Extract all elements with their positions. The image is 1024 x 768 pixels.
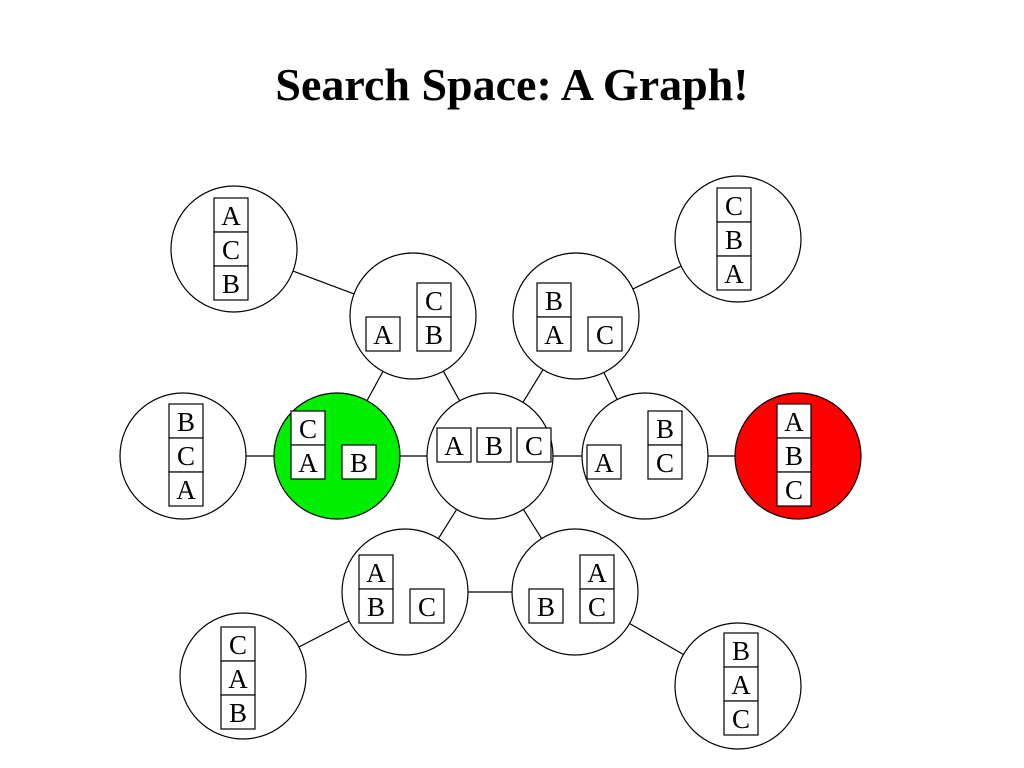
block-label: C (229, 630, 247, 660)
block-box (647, 410, 683, 446)
block-box (716, 255, 752, 291)
block-box (647, 444, 683, 480)
edge-n6-n10 (522, 509, 543, 539)
block-label: A (366, 558, 386, 588)
block-label: C (732, 704, 750, 734)
edge-n0-n6 (522, 369, 544, 403)
block-label: B (425, 320, 443, 350)
state-node-n10: B AC (511, 528, 639, 656)
block-box (587, 316, 623, 352)
block-label: A (724, 259, 744, 289)
block-box (168, 471, 204, 507)
state-node-n7: A BC (581, 392, 709, 520)
block-box (579, 554, 615, 590)
edge-n1-n5 (366, 371, 384, 401)
block-label: B (725, 225, 743, 255)
block-label: A (731, 670, 751, 700)
edge-n6-n9 (437, 509, 458, 539)
block-box (358, 588, 394, 624)
block-label: A (587, 558, 607, 588)
block-box (723, 700, 759, 736)
block-label: B (537, 592, 555, 622)
block-box (723, 632, 759, 668)
block-label: C (656, 448, 674, 478)
block-label: A (544, 320, 564, 350)
block-box (528, 588, 564, 624)
block-box (290, 444, 326, 480)
block-box (536, 316, 572, 352)
block-label: A (176, 475, 196, 505)
page-title: Search Space: A Graph! (275, 59, 749, 110)
state-node-n8: ABC (734, 392, 862, 520)
state-node-n2: CBA (674, 175, 802, 303)
block-label: A (221, 201, 241, 231)
block-label: B (545, 286, 563, 316)
block-label: B (785, 441, 803, 471)
block-box (365, 316, 401, 352)
block-label: A (298, 448, 318, 478)
block-box (716, 187, 752, 223)
block-box (409, 588, 445, 624)
block-box (436, 427, 472, 463)
block-label: B (367, 592, 385, 622)
state-node-n12: BAC (674, 622, 802, 750)
block-label: C (177, 441, 195, 471)
block-label: A (373, 320, 393, 350)
block-label: B (485, 431, 503, 461)
block-box (516, 427, 552, 463)
block-box (536, 282, 572, 318)
state-node-n4: BCA (119, 392, 247, 520)
block-label: A (594, 448, 614, 478)
state-node-n3: ACB (170, 185, 298, 313)
block-label: C (588, 592, 606, 622)
block-label: B (229, 698, 247, 728)
state-circle (512, 252, 640, 380)
block-box (168, 403, 204, 439)
edge-n1-n6 (442, 370, 461, 402)
edge-n11-n9 (298, 620, 350, 648)
edge-n2-n0 (632, 265, 682, 290)
block-box (416, 316, 452, 352)
state-node-n0: BA C (512, 252, 640, 380)
block-label: B (656, 414, 674, 444)
edge-n10-n12 (629, 622, 684, 656)
block-label: B (350, 448, 368, 478)
block-box (579, 588, 615, 624)
edge-n0-n7 (603, 372, 618, 400)
block-box (476, 427, 512, 463)
block-box (776, 471, 812, 507)
block-box (213, 231, 249, 267)
state-circle (349, 252, 477, 380)
block-label: B (177, 407, 195, 437)
block-label: C (425, 286, 443, 316)
block-box (213, 265, 249, 301)
block-box (341, 444, 377, 480)
block-label: C (525, 431, 543, 461)
block-label: B (732, 636, 750, 666)
state-node-n9: AB C (341, 528, 469, 656)
block-box (416, 282, 452, 318)
state-node-n5: CA B (273, 392, 401, 520)
block-label: C (596, 320, 614, 350)
block-label: A (444, 431, 464, 461)
block-label: A (784, 407, 804, 437)
edges-layer (246, 265, 735, 656)
block-box (220, 694, 256, 730)
block-label: C (222, 235, 240, 265)
block-box (290, 410, 326, 446)
block-label: C (418, 592, 436, 622)
block-box (586, 444, 622, 480)
state-node-n1: A CB (349, 252, 477, 380)
block-label: A (228, 664, 248, 694)
block-label: C (725, 191, 743, 221)
state-node-n11: CAB (179, 612, 307, 740)
block-label: B (222, 269, 240, 299)
edge-n3-n1 (292, 270, 355, 295)
block-label: C (785, 475, 803, 505)
block-box (213, 197, 249, 233)
block-label: C (299, 414, 317, 444)
